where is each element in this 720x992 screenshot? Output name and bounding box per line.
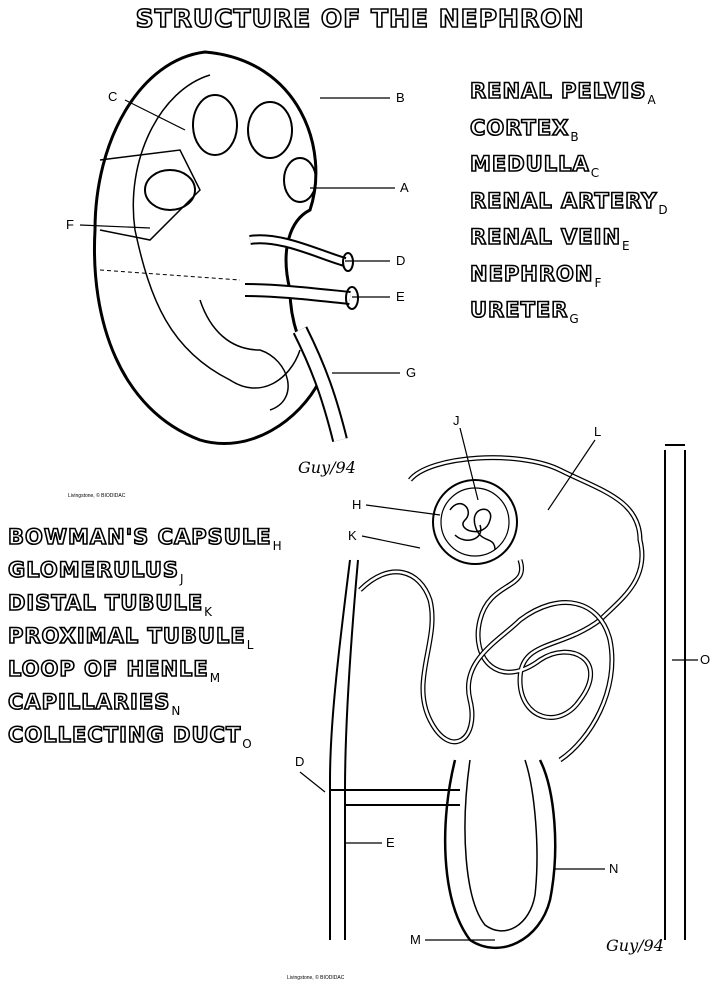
- kidney-label-f: F: [66, 217, 74, 232]
- credit-nephron: Livingstone, © BIODIDAC: [287, 975, 345, 981]
- nephron-label-e: E: [386, 835, 395, 850]
- nephron-term: Collecting DuctO: [7, 723, 253, 755]
- nephron-label-h: H: [352, 497, 362, 512]
- kidney-label-c: C: [108, 89, 118, 104]
- term-letter: C: [590, 166, 601, 180]
- term-name: Loop of Henle: [7, 657, 209, 681]
- nephron-drawing: [329, 444, 686, 950]
- term-letter: N: [171, 704, 182, 718]
- nephron-term: CapillariesN: [7, 690, 182, 722]
- nephron-label-n: N: [609, 861, 619, 876]
- term-letter: L: [246, 638, 255, 652]
- signature-kidney: Guy/94: [298, 458, 356, 477]
- nephron-label-k: K: [348, 528, 357, 543]
- nephron-term: Proximal TubuleL: [7, 624, 255, 656]
- kidney-term: NephronF: [469, 261, 603, 294]
- term-name: Glomerulus: [7, 558, 179, 582]
- term-name: Capillaries: [7, 690, 171, 714]
- term-letter: F: [594, 275, 603, 290]
- nephron-term: Loop of HenleM: [7, 657, 222, 689]
- kidney-label-b: B: [396, 90, 405, 105]
- term-name: Nephron: [469, 261, 594, 286]
- term-letter: K: [204, 605, 214, 619]
- nephron-leader-lines: [299, 427, 698, 941]
- nephron-term: Distal TubuleK: [7, 591, 214, 623]
- term-name: Distal Tubule: [7, 591, 204, 615]
- term-name: Renal Pelvis: [469, 79, 647, 103]
- nephron-label-l: L: [594, 424, 602, 439]
- term-name: Medulla: [469, 152, 590, 176]
- term-letter: J: [180, 572, 185, 586]
- kidney-label-e: E: [396, 289, 405, 304]
- term-letter: B: [570, 129, 580, 144]
- kidney-label-a: A: [400, 180, 409, 195]
- kidney-term: UreterG: [469, 298, 580, 330]
- term-letter: D: [658, 202, 669, 217]
- term-name: Collecting Duct: [7, 723, 242, 747]
- term-name: Renal Vein: [469, 225, 622, 249]
- term-letter: O: [242, 737, 253, 751]
- nephron-term: Bowman's CapsuleH: [7, 525, 283, 557]
- nephron-label-o: O: [700, 652, 711, 667]
- kidney-term: Renal ArteryD: [469, 188, 669, 221]
- term-letter: A: [647, 93, 657, 107]
- nephron-label-m: M: [410, 932, 421, 947]
- signature-nephron: Guy/94: [606, 936, 664, 955]
- term-name: Cortex: [469, 115, 570, 140]
- term-name: Proximal Tubule: [7, 624, 246, 648]
- kidney-label-g: G: [406, 365, 417, 380]
- kidney-leader-lines: [79, 97, 400, 374]
- nephron-term: GlomerulusJ: [7, 558, 185, 590]
- term-letter: G: [569, 312, 580, 326]
- term-name: Bowman's Capsule: [7, 525, 272, 549]
- credit-kidney: Livingstone, © BIODIDAC: [68, 493, 126, 499]
- term-letter: E: [622, 239, 631, 253]
- kidney-label-d: D: [396, 253, 406, 268]
- nephron-label-j: J: [453, 413, 460, 428]
- term-letter: H: [272, 539, 283, 553]
- page-title: Structure of the Nephron: [135, 3, 585, 34]
- term-name: Renal Artery: [469, 188, 658, 213]
- kidney-term: MedullaC: [469, 152, 601, 184]
- kidney-term: Renal PelvisA: [469, 79, 657, 111]
- term-name: Ureter: [469, 298, 569, 322]
- nephron-label-d: D: [295, 754, 305, 769]
- kidney-term: Renal VeinE: [469, 225, 631, 257]
- kidney-term: CortexB: [469, 115, 580, 148]
- kidney-drawing: [92, 50, 359, 446]
- term-letter: M: [209, 671, 222, 685]
